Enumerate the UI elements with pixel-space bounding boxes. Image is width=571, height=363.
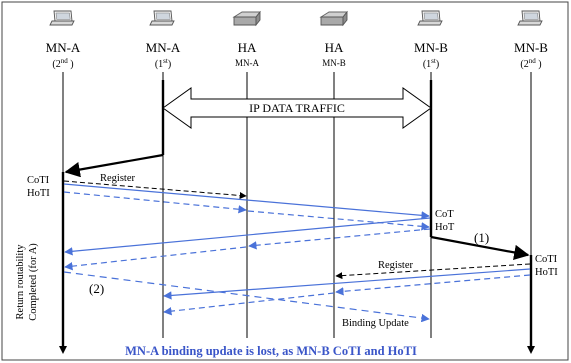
router-icon — [233, 11, 261, 26]
label-cot-b: CoT — [435, 209, 454, 220]
label-coti-a: CoTI — [27, 175, 50, 186]
node-sublabel: MN-A — [235, 58, 259, 68]
laptop-icon — [149, 10, 175, 26]
coti-arrow-b — [163, 268, 531, 300]
label-hoti-b: HoTI — [535, 267, 558, 278]
node-sublabel: (2nd ) — [52, 57, 73, 70]
node-sublabel: (1st) — [423, 57, 439, 70]
handoff-arrow-mn-b — [430, 235, 530, 261]
node-label: HA — [238, 40, 257, 55]
label-coti-b: CoTI — [535, 254, 558, 265]
register-arrow-a — [63, 180, 247, 199]
node-label: MN-B — [514, 40, 548, 55]
label-hoti-a: HoTI — [27, 188, 50, 199]
label-binding-update: Binding Update — [342, 318, 409, 329]
handoff-arrow-mn-a — [64, 153, 164, 178]
node-sublabel: MN-B — [322, 58, 346, 68]
label-register-a: Register — [100, 173, 135, 184]
side-label: Return routability Completed (for A) — [15, 243, 39, 321]
side-label-line1: Return routability — [15, 244, 26, 320]
node-ha-mn-b: HA MN-B — [320, 11, 348, 68]
binding-update-arrow — [63, 271, 430, 323]
lifeline-end-arrow — [527, 346, 535, 354]
node-mn-a-1st: MN-A (1st) — [146, 10, 181, 70]
node-mn-a-2nd: MN-A (2nd ) — [46, 10, 81, 70]
node-label: HA — [325, 40, 344, 55]
node-sublabel: (1st) — [155, 57, 171, 70]
lifeline-end-arrow — [59, 346, 67, 354]
label-hot-b: HoT — [435, 222, 455, 233]
register-arrow-b — [335, 263, 531, 280]
laptop-icon — [517, 10, 543, 26]
hot-arrow-b — [248, 228, 431, 250]
laptop-icon — [417, 10, 443, 26]
ip-traffic-label: IP DATA TRAFFIC — [249, 101, 345, 115]
node-mn-b-1st: MN-B (1st) — [414, 10, 448, 70]
node-ha-mn-a: HA MN-A — [233, 11, 261, 68]
ip-data-traffic-arrow: IP DATA TRAFFIC — [162, 87, 432, 129]
hoti-forward-arrow-b — [163, 292, 335, 316]
label-step-2: (2) — [89, 281, 104, 296]
label-register-b: Register — [378, 260, 413, 271]
caption: MN-A binding update is lost, as MN-B CoT… — [125, 344, 417, 358]
coti-arrow-a — [63, 183, 430, 220]
router-icon — [320, 11, 348, 26]
label-step-1: (1) — [474, 230, 489, 245]
node-sublabel: (2nd ) — [520, 57, 541, 70]
hot-forward-arrow-b — [64, 246, 247, 271]
cot-arrow-b — [64, 217, 431, 256]
hoti-arrow-a — [63, 191, 247, 214]
side-label-line2: Completed (for A) — [28, 243, 39, 321]
node-mn-b-2nd: MN-B (2nd ) — [514, 10, 548, 70]
hoti-arrow-b — [335, 274, 531, 296]
laptop-icon — [49, 10, 75, 26]
node-label: MN-A — [46, 40, 81, 55]
hoti-forward-arrow-a — [247, 210, 430, 231]
node-label: MN-B — [414, 40, 448, 55]
node-label: MN-A — [146, 40, 181, 55]
